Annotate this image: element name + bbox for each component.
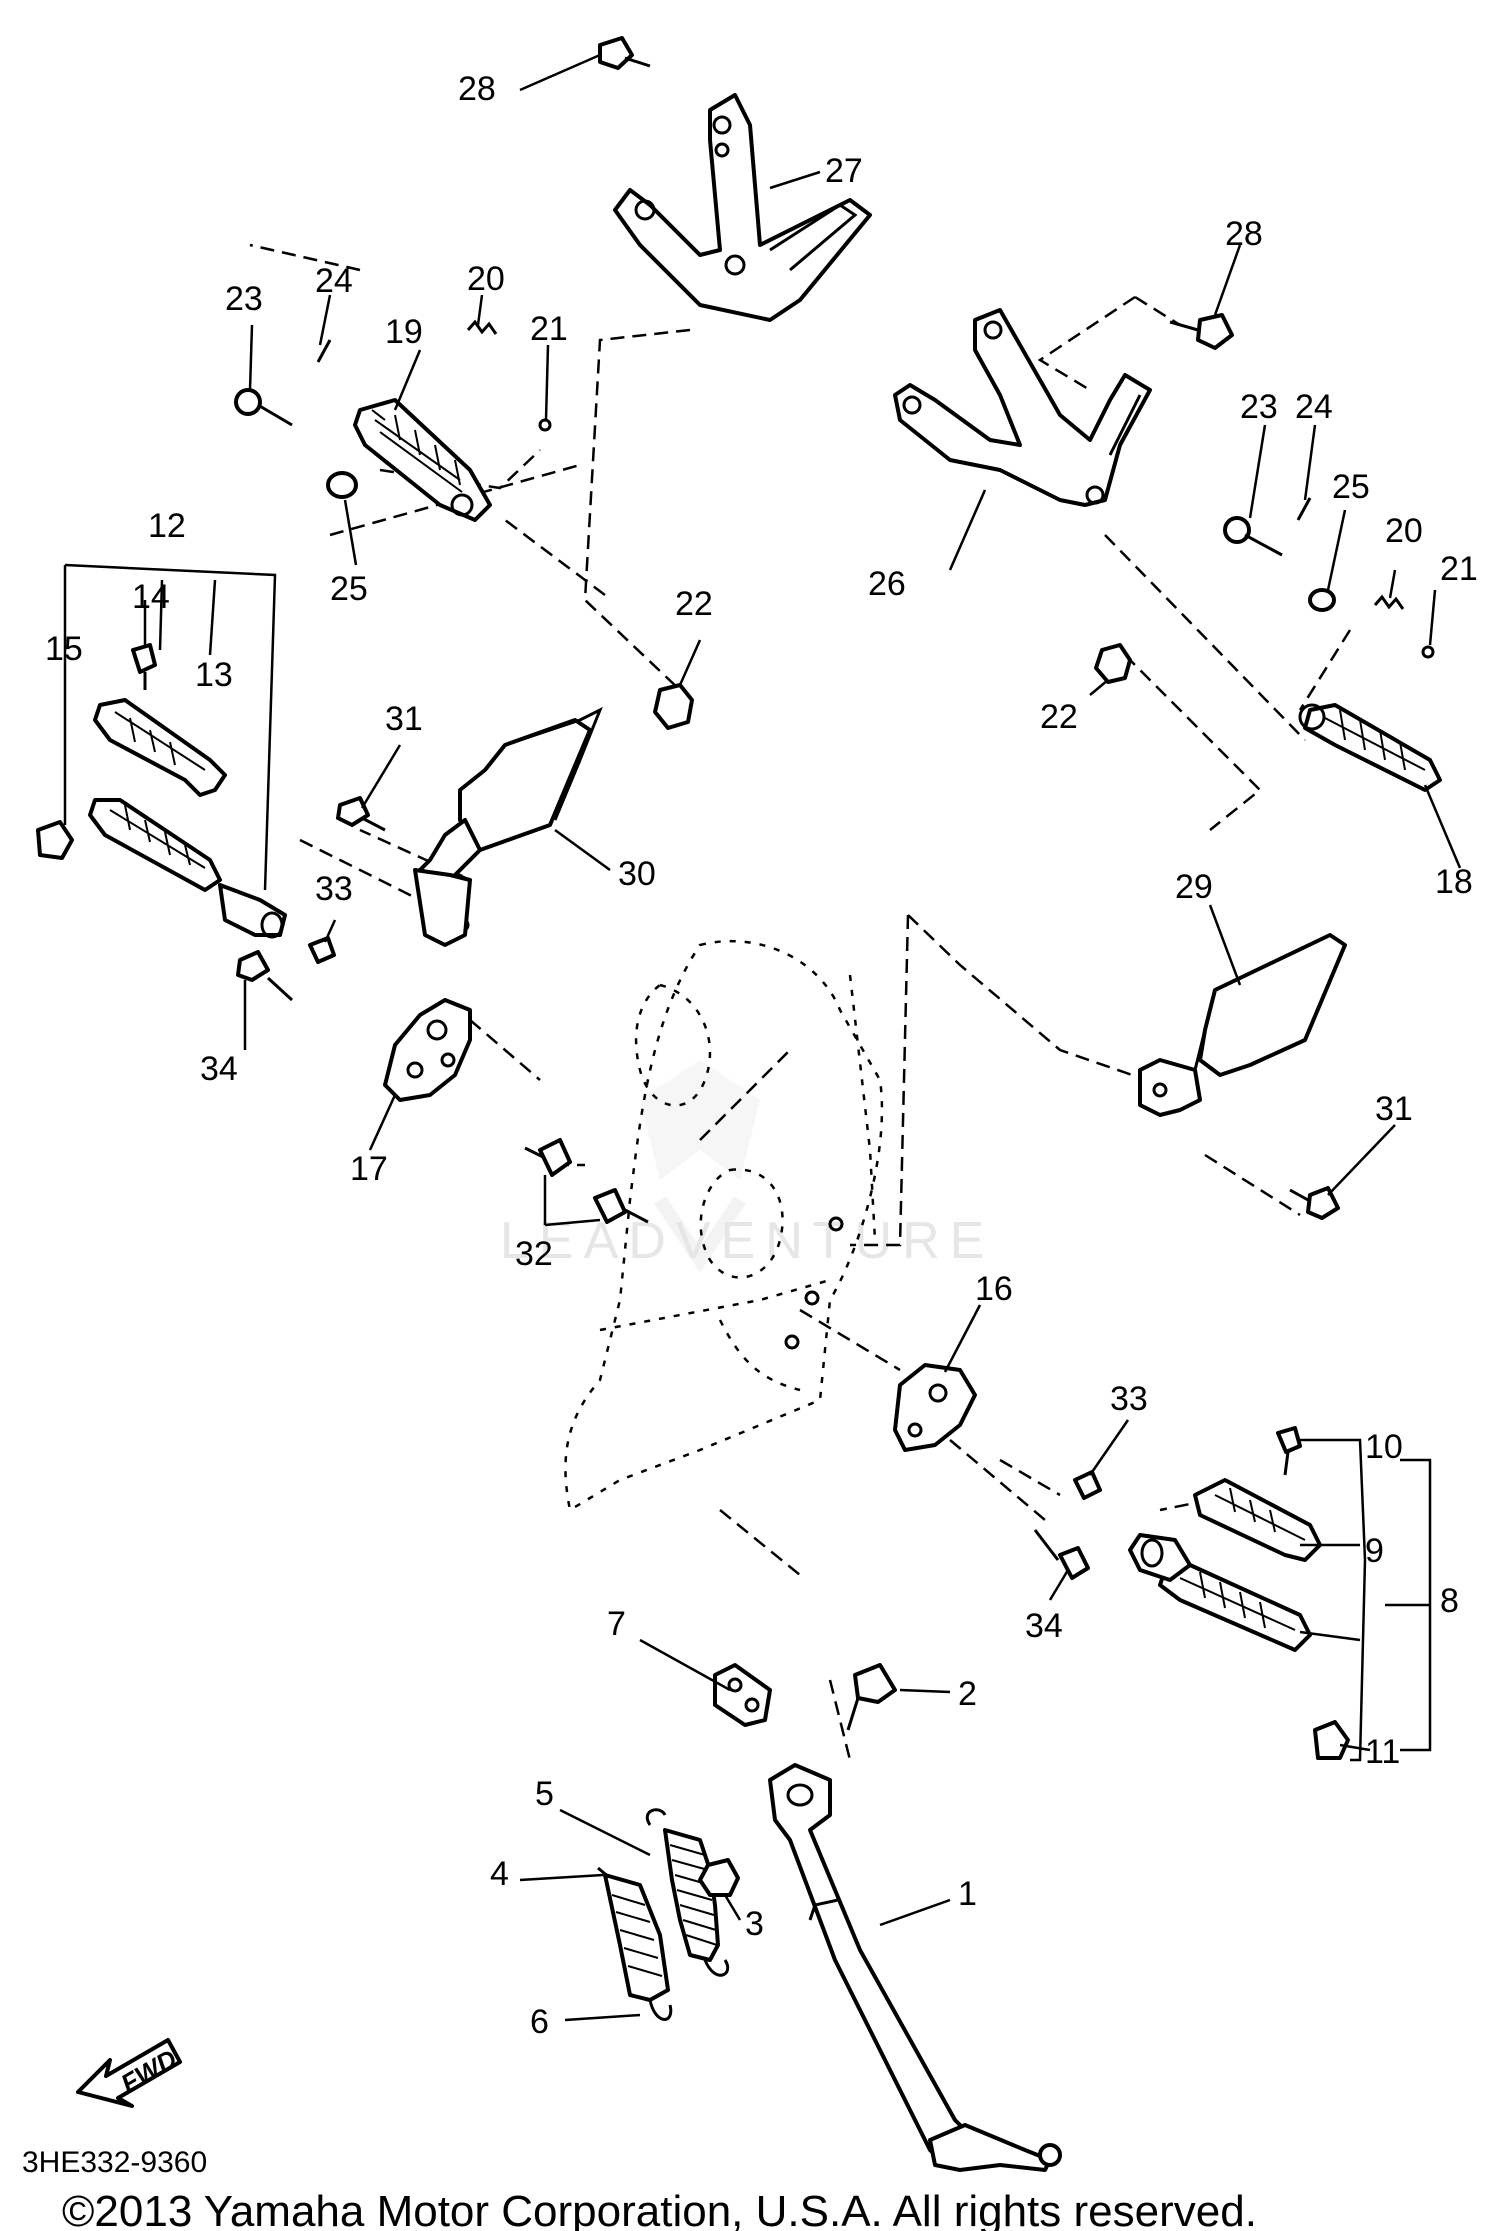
leader-lines	[63, 53, 1462, 2022]
part-labels: 28 27 28 23 24 20 21 19 25 22 12 14 13 1…	[45, 70, 1478, 2041]
frame-outline	[564, 940, 884, 1512]
label-31a: 31	[385, 700, 423, 738]
label-5: 5	[535, 1775, 554, 1813]
part-5-spring	[645, 1808, 730, 1977]
part-4-spring	[597, 1866, 673, 2021]
label-2: 2	[958, 1675, 977, 1713]
part-27-bracket	[613, 93, 872, 322]
part-16-bracket	[893, 1363, 977, 1452]
label-27: 27	[825, 152, 863, 190]
label-28b: 28	[1225, 215, 1263, 253]
label-22b: 22	[1040, 698, 1078, 736]
label-20a: 20	[467, 260, 505, 298]
label-19: 19	[385, 313, 423, 351]
part-13-footpeg-cover	[93, 698, 227, 797]
label-26: 26	[868, 565, 906, 603]
watermark-logo	[640, 1060, 760, 1273]
label-24a: 24	[315, 262, 353, 300]
label-13: 13	[195, 656, 233, 694]
label-24b: 24	[1295, 388, 1333, 426]
label-12: 12	[148, 507, 186, 545]
label-10: 10	[1365, 1428, 1403, 1466]
label-15: 15	[45, 630, 83, 668]
label-25a: 25	[330, 570, 368, 608]
label-11: 11	[1365, 1733, 1400, 1771]
label-16: 16	[975, 1270, 1013, 1308]
label-23a: 23	[225, 280, 263, 318]
label-25b: 25	[1332, 468, 1370, 506]
label-4: 4	[490, 1855, 509, 1893]
part-26-bracket	[893, 308, 1152, 507]
label-34a: 34	[200, 1050, 238, 1088]
label-6: 6	[530, 2003, 549, 2041]
part-30-heel-plate	[413, 706, 603, 947]
part-7-guide	[713, 1663, 772, 1727]
label-14: 14	[132, 578, 170, 616]
label-23b: 23	[1240, 388, 1278, 426]
label-18: 18	[1435, 863, 1473, 901]
label-30: 30	[618, 855, 656, 893]
label-7: 7	[607, 1605, 626, 1643]
part-17-bracket	[383, 998, 472, 1102]
part-9-footpeg-cover	[1193, 1478, 1322, 1562]
label-31b: 31	[1375, 1090, 1413, 1128]
part-29-heel-plate	[1138, 933, 1347, 1117]
copyright-text: ©2013 Yamaha Motor Corporation, U.S.A. A…	[62, 2187, 1257, 2231]
label-8: 8	[1440, 1582, 1459, 1620]
label-33b: 33	[1110, 1380, 1148, 1418]
part-18-footpeg	[1298, 703, 1442, 792]
diagram-code: 3HE332-9360	[22, 2146, 207, 2179]
label-3: 3	[745, 1905, 764, 1943]
label-33a: 33	[315, 870, 353, 908]
part-12-footpeg	[88, 798, 287, 939]
label-20b: 20	[1385, 512, 1423, 550]
label-17: 17	[350, 1150, 388, 1188]
part-8-footpeg	[1128, 1533, 1312, 1652]
label-9: 9	[1365, 1532, 1384, 1570]
label-28a: 28	[458, 70, 496, 108]
part-19-footpeg	[353, 398, 492, 522]
label-21b: 21	[1440, 550, 1478, 588]
label-22a: 22	[675, 585, 713, 623]
label-32: 32	[515, 1235, 553, 1273]
fwd-arrow-icon	[76, 2038, 182, 2108]
label-29: 29	[1175, 868, 1213, 906]
label-34b: 34	[1025, 1607, 1063, 1645]
watermark-text: LEADVENTURE	[500, 1212, 994, 1270]
label-1: 1	[958, 1875, 977, 1913]
label-21a: 21	[530, 310, 568, 348]
part-1-sidestand	[768, 1763, 1062, 2172]
